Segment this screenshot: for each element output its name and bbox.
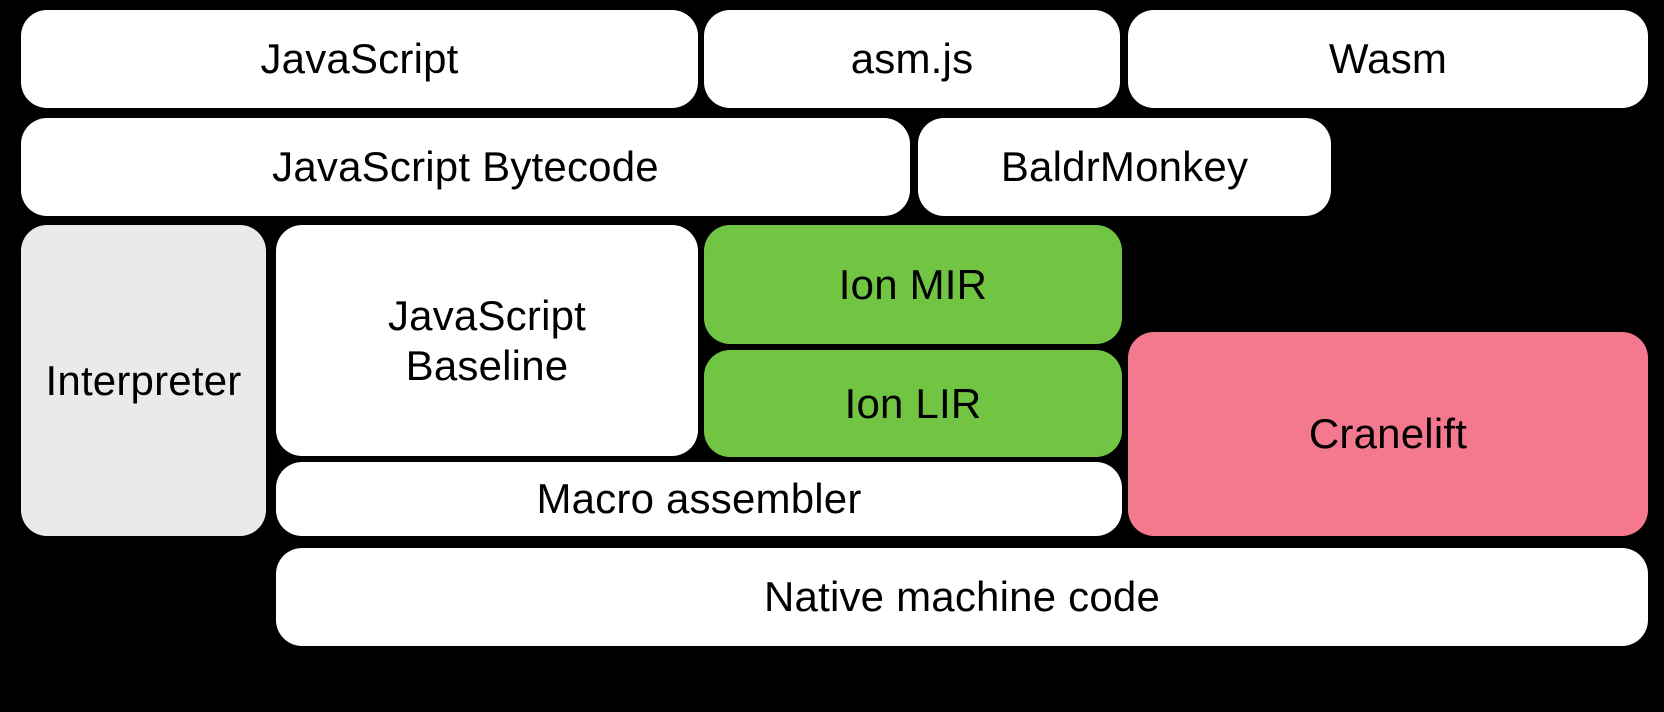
node-interpreter: Interpreter xyxy=(21,225,266,536)
node-javascript: JavaScript xyxy=(21,10,698,108)
node-cranelift: Cranelift xyxy=(1128,332,1648,536)
node-ion-lir: Ion LIR xyxy=(704,350,1122,457)
node-javascript-baseline: JavaScript Baseline xyxy=(276,225,698,456)
node-ion-mir: Ion MIR xyxy=(704,225,1122,344)
node-native-machine-code: Native machine code xyxy=(276,548,1648,646)
node-macro-assembler: Macro assembler xyxy=(276,462,1122,536)
node-wasm: Wasm xyxy=(1128,10,1648,108)
node-baldrmonkey: BaldrMonkey xyxy=(918,118,1331,216)
node-asmjs: asm.js xyxy=(704,10,1120,108)
node-javascript-bytecode: JavaScript Bytecode xyxy=(21,118,910,216)
